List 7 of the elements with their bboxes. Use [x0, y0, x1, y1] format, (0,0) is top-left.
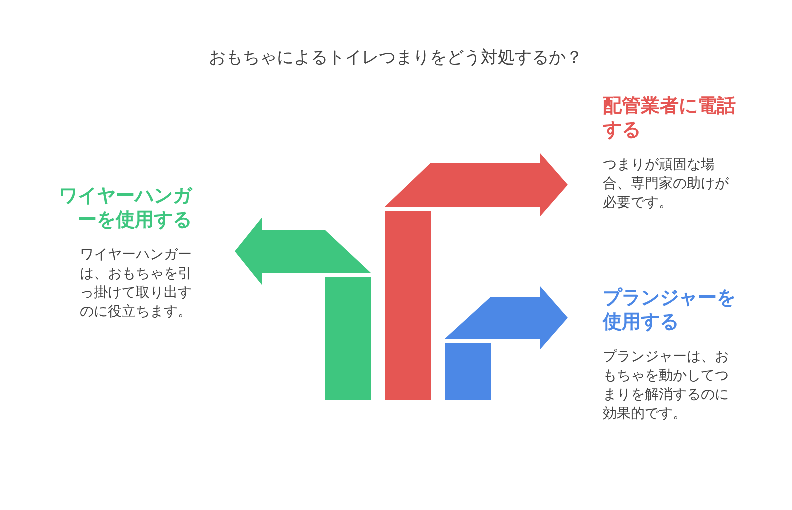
option-heading: ワイヤーハンガーを使用する — [58, 184, 192, 232]
option-heading: 配管業者に電話する — [603, 94, 737, 142]
option-description: つまりが頑固な場合、専門家の助けが必要です。 — [603, 156, 730, 213]
option-description: ワイヤーハンガーは、おもちゃを引っ掛けて取り出すのに役立ちます。 — [79, 246, 192, 322]
option-description: プランジャーは、おもちゃを動かしてつまりを解消するのに効果的です。 — [603, 348, 730, 424]
option-heading: プランジャーを使用する — [603, 286, 737, 334]
title: おもちゃによるトイレつまりをどう対処するか？ — [208, 47, 584, 69]
